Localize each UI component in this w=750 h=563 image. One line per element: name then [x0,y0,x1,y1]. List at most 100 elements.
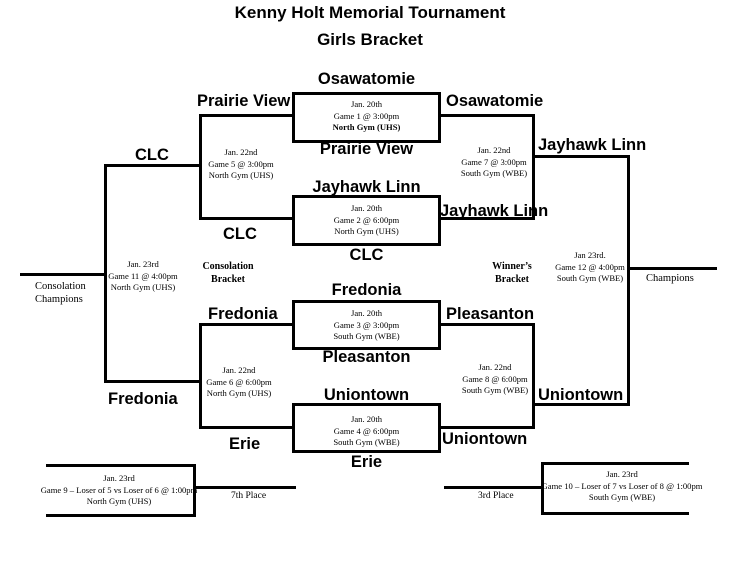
consolation-bracket-line-1: Consolation [202,261,254,272]
game-4-venue: South Gym (WBE) [333,437,400,448]
game-11-time: Game 11 @ 4:00pm [108,270,178,281]
game-3-time: Game 3 @ 3:00pm [333,319,400,330]
game-12-info: Jan 23rd. Game 12 @ 4:00pm South Gym (WB… [552,250,628,285]
game-3-date: Jan. 20th [350,308,383,318]
g6-vertical-line [199,323,202,429]
game-8-info: Jan. 22nd Game 8 @ 6:00pm South Gym (WBE… [458,362,532,397]
team-pleasanton-right: Pleasanton [446,305,535,323]
g12-vertical-line [627,155,630,406]
consolation-champions-line-2: Champions [35,294,83,305]
game-11-venue: North Gym (UHS) [110,282,176,293]
game-1-info: Jan. 20th Game 1 @ 3:00pm North Gym (UHS… [292,99,441,134]
team-clc-under: CLC [349,246,384,264]
team-jayhawk-linn-right: Jayhawk Linn [538,136,647,154]
g11-bottom-line [104,380,202,383]
game-3-info: Jan. 20th Game 3 @ 3:00pm South Gym (WBE… [292,308,441,343]
g8-vertical-line [532,323,535,429]
game-1-box [292,92,441,143]
third-place-line [444,486,544,489]
g11-top-line [104,164,202,167]
game-9-date: Jan. 23rd [103,473,135,483]
game-4-time: Game 4 @ 6:00pm [333,425,400,436]
g9-bottom-line [46,514,196,517]
game-4-box [292,403,441,453]
g8-top-line [440,323,535,326]
game-4-date: Jan. 20th [350,414,383,424]
g7-vertical-line [532,114,535,220]
seventh-place-label: 7th Place [231,491,267,501]
team-fredonia-left: Fredonia [208,305,278,323]
game-6-info: Jan. 22nd Game 6 @ 6:00pm North Gym (UHS… [202,365,276,400]
game-7-date: Jan. 22nd [477,145,511,155]
g7-top-line [440,114,535,117]
game-12-date: Jan 23rd. [574,250,606,260]
game-12-venue: South Gym (WBE) [556,273,624,284]
game-11-date: Jan. 23rd [127,259,159,269]
team-clc-mid: CLC [223,225,257,243]
g10-top-line [541,462,689,465]
team-osawatomie-top: Osawatomie [317,70,416,88]
winners-bracket-label: Winner’s Bracket [486,260,538,286]
game-12-time: Game 12 @ 4:00pm [555,261,625,272]
game-1-time: Game 1 @ 3:00pm [333,110,400,121]
team-uniontown-right: Uniontown [538,386,624,404]
g10-bottom-line [541,512,689,515]
game-5-date: Jan. 22nd [224,147,258,157]
consolation-champion-line [20,273,107,276]
game-8-time: Game 8 @ 6:00pm [462,373,528,384]
game-7-venue: South Gym (WBE) [460,168,528,179]
g6-bottom-line [199,426,293,429]
game-8-date: Jan. 22nd [478,362,512,372]
team-uniontown-bottom: Uniontown [442,430,528,448]
team-jayhawk-linn-side: Jayhawk Linn [440,202,549,220]
game-9-info: Jan. 23rd Game 9 – Loser of 5 vs Loser o… [36,473,202,508]
game-11-info: Jan. 23rd Game 11 @ 4:00pm North Gym (UH… [106,259,180,294]
team-osawatomie-right: Osawatomie [446,92,544,110]
game-8-venue: South Gym (WBE) [461,385,529,396]
seventh-place-line [193,486,296,489]
game-3-venue: South Gym (WBE) [333,331,400,342]
winners-bracket-line-2: Bracket [495,274,529,285]
g12-bottom-line [532,403,630,406]
g7-bottom-line [440,217,535,220]
game-7-time: Game 7 @ 3:00pm [461,156,527,167]
game-2-time: Game 2 @ 6:00pm [333,214,400,225]
consolation-bracket-label: Consolation Bracket [196,260,260,286]
team-uniontown-top: Uniontown [323,386,410,404]
team-prairie-view-left: Prairie View [197,92,291,110]
third-place-label: 3rd Place [478,491,514,501]
game-1-date: Jan. 20th [350,99,383,109]
game-5-time: Game 5 @ 3:00pm [208,158,274,169]
g5-bottom-line [199,217,293,220]
game-4-info: Jan. 20th Game 4 @ 6:00pm South Gym (WBE… [292,414,441,449]
bracket-subtitle: Girls Bracket [317,30,423,49]
game-5-venue: North Gym (UHS) [208,170,274,181]
tournament-title: Kenny Holt Memorial Tournament [234,3,506,22]
game-9-matchup: Game 9 – Loser of 5 vs Loser of 6 @ 1:00… [40,484,198,495]
g12-top-line [532,155,630,158]
game-9-venue: North Gym (UHS) [86,496,152,507]
team-fredonia-bottom: Fredonia [108,390,178,408]
consolation-champions-line-1: Consolation [35,281,86,292]
game-7-info: Jan. 22nd Game 7 @ 3:00pm South Gym (WBE… [456,145,532,180]
game-10-info: Jan. 23rd Game 10 – Loser of 7 vs Loser … [541,469,703,504]
g8-bottom-line [440,426,535,429]
g5-top-line [199,114,293,117]
team-erie-left: Erie [229,435,261,453]
game-2-venue: North Gym (UHS) [334,226,399,237]
team-prairie-view-under: Prairie View [319,140,414,158]
game-2-info: Jan. 20th Game 2 @ 6:00pm North Gym (UHS… [292,203,441,238]
game-1-venue: North Gym (UHS) [332,122,401,133]
game-6-venue: North Gym (UHS) [206,388,272,399]
winners-bracket-line-1: Winner’s [492,261,532,272]
consolation-bracket-line-2: Bracket [211,274,245,285]
champions-label: Champions [646,273,694,284]
g6-top-line [199,323,293,326]
g9-top-line [46,464,196,467]
game-6-date: Jan. 22nd [222,365,256,375]
champion-line [627,267,717,270]
game-10-matchup: Game 10 – Loser of 7 vs Loser of 8 @ 1:0… [541,480,703,491]
team-pleasanton-under: Pleasanton [322,348,411,366]
game-10-date: Jan. 23rd [606,469,638,479]
